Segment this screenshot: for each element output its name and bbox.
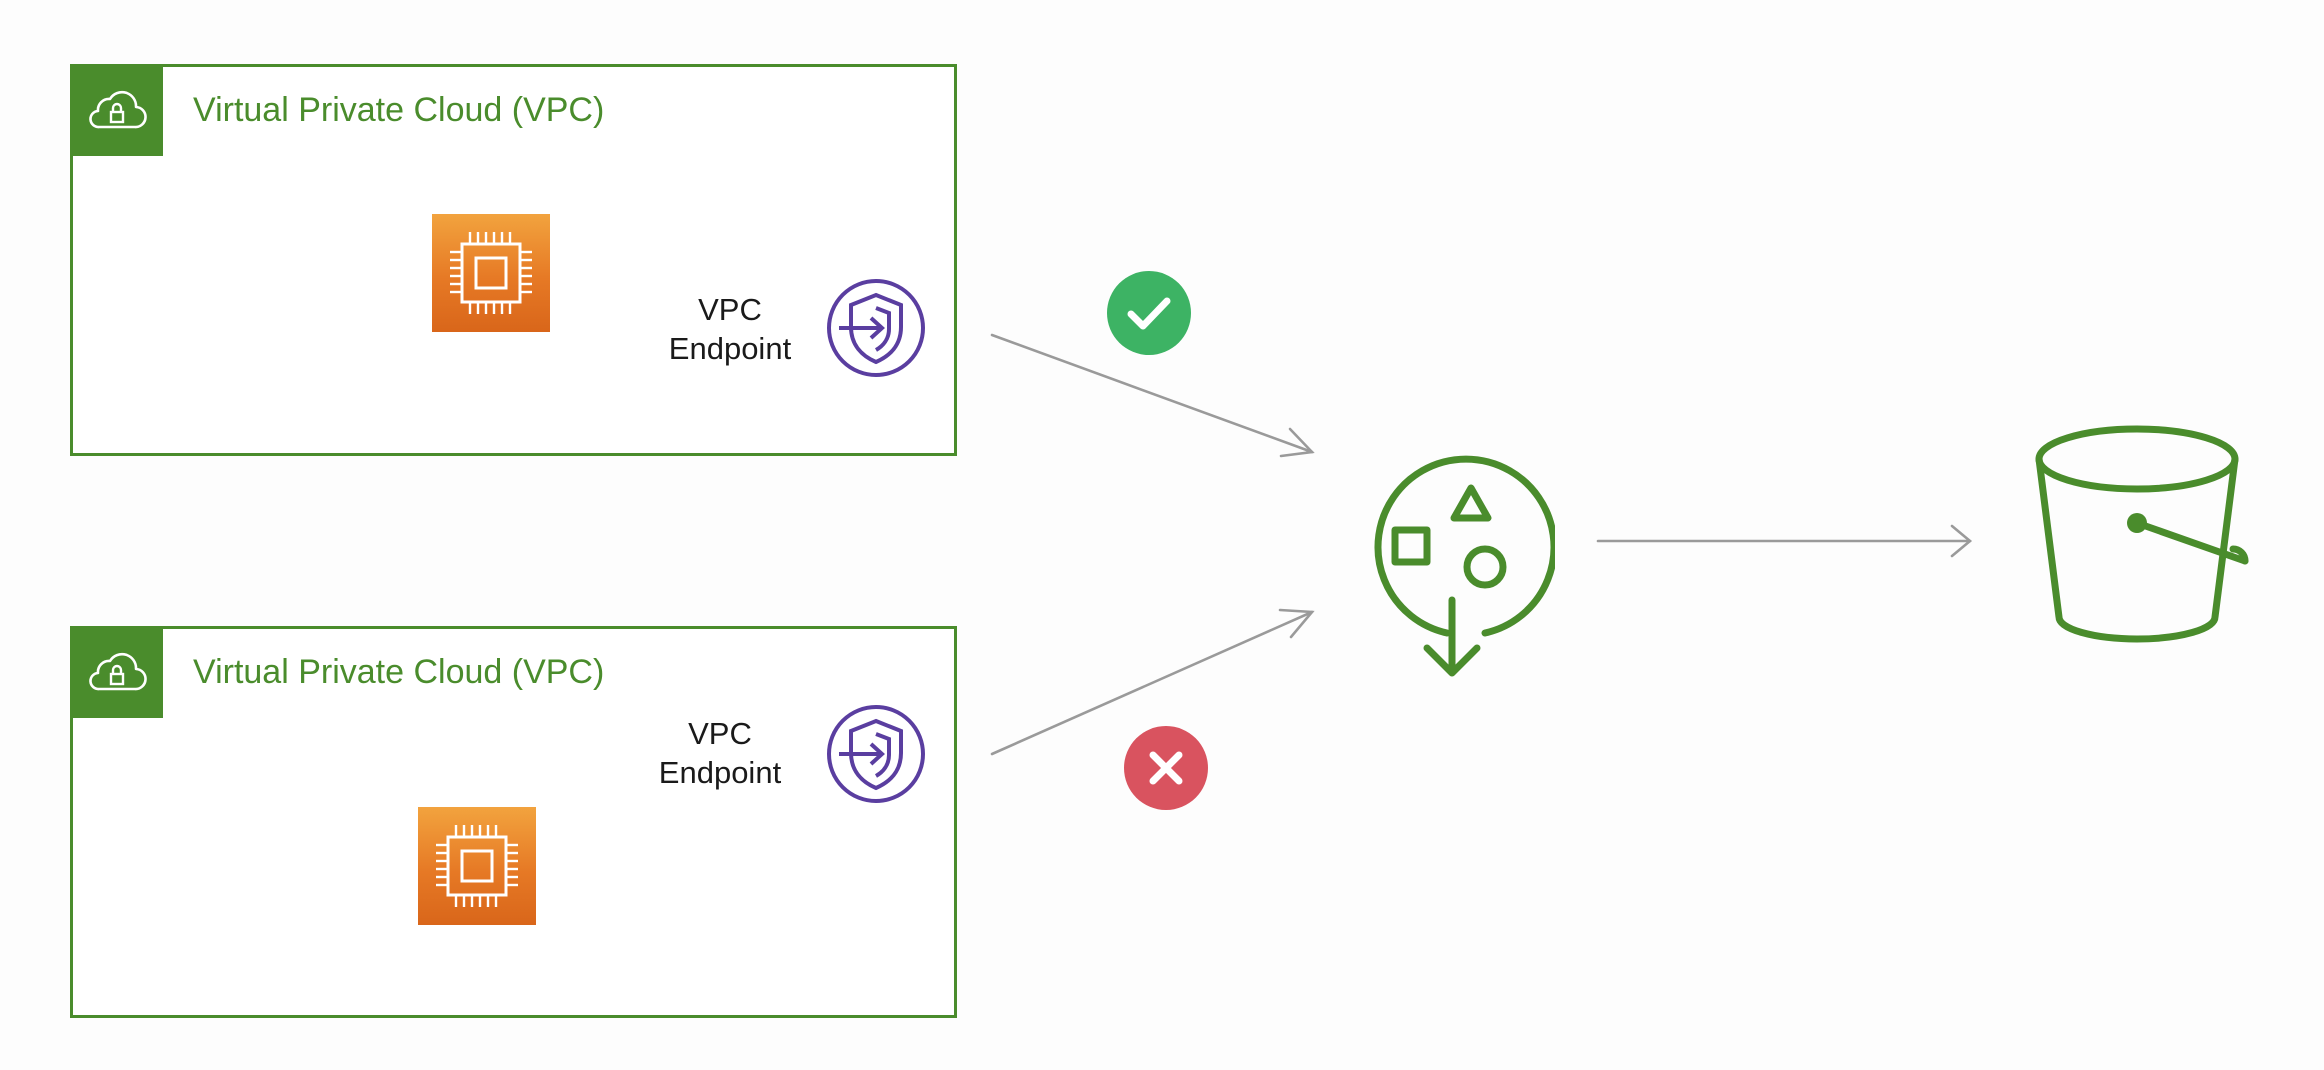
cloud-lock-icon [70,626,163,718]
endpoint-label-line2: Endpoint [658,755,782,790]
vpc-container-2: Virtual Private Cloud (VPC) [70,626,957,1018]
endpoint-label-line1: VPC [688,716,752,751]
bucket-policy-icon [1374,455,1555,677]
ec2-chip-icon [418,807,536,925]
cross-icon [1124,726,1208,810]
vpc-title: Virtual Private Cloud (VPC) [193,91,605,129]
endpoint-label-line2: Endpoint [668,331,792,366]
cloud-lock-icon [70,64,163,156]
ec2-chip-icon [432,214,550,332]
endpoint-label: VPC Endpoint [654,290,806,368]
endpoint-label: VPC Endpoint [644,714,796,792]
arrow-policy-to-bucket [1596,524,1973,558]
endpoint-label-line1: VPC [698,292,762,327]
vpc-title: Virtual Private Cloud (VPC) [193,653,605,691]
shield-endpoint-icon [827,705,925,803]
vpc-container-1: Virtual Private Cloud (VPC) [70,64,957,456]
s3-bucket-icon [2035,425,2249,643]
check-icon [1107,271,1191,355]
shield-endpoint-icon [827,279,925,377]
